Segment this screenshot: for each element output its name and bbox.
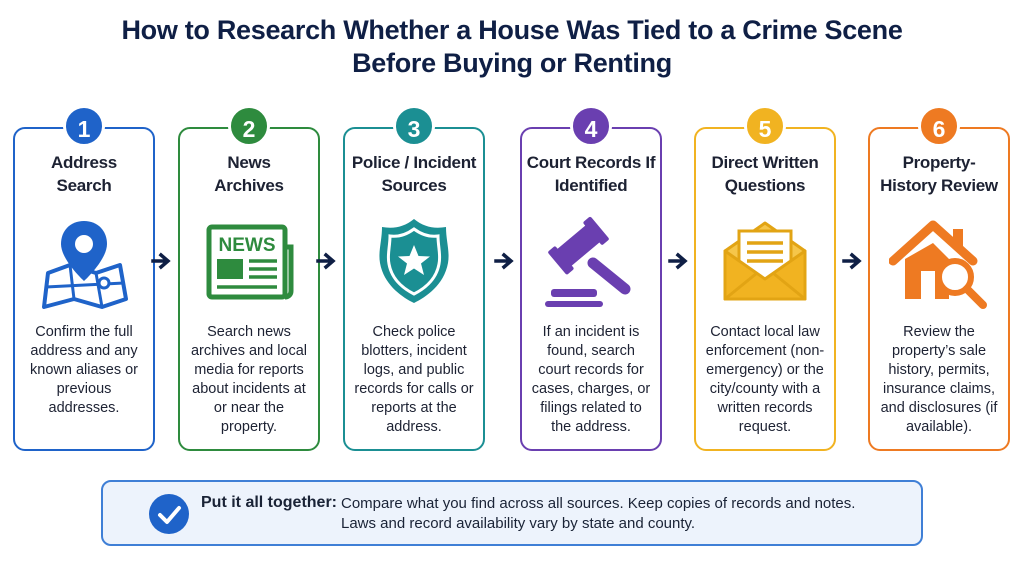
step-description: Search news archives and local media for… xyxy=(190,324,308,435)
step-title: News Archives xyxy=(214,153,284,195)
step-description: Contact local law enforcement (non-emerg… xyxy=(705,324,825,435)
page-title: How to Research Whether a House Was Tied… xyxy=(0,14,1024,80)
summary-label: Put it all together: xyxy=(201,494,337,511)
step-title: Direct Written Questions xyxy=(711,153,819,195)
step-card-6: 6 Property-History Review Review the pro… xyxy=(868,105,1010,451)
map-pin-icon xyxy=(34,211,134,311)
summary-text: Compare what you find across all sources… xyxy=(341,494,911,534)
gavel-icon xyxy=(541,211,641,311)
summary-line-2: Laws and record availability vary by sta… xyxy=(341,515,696,532)
title-line-1: How to Research Whether a House Was Tied… xyxy=(121,15,903,45)
step-title: Address Search xyxy=(51,153,117,195)
title-line-2: Before Buying or Renting xyxy=(352,48,672,78)
step-card-5: 5 Direct Written Questions Contact local… xyxy=(694,105,836,451)
step-number-badge: 1 xyxy=(63,105,105,147)
step-description: Confirm the full address and any known a… xyxy=(30,324,138,416)
arrow-right-icon xyxy=(316,250,338,272)
step-number-badge: 6 xyxy=(918,105,960,147)
summary-box: Put it all together: Compare what you fi… xyxy=(101,480,923,546)
step-title: Police / Incident Sources xyxy=(351,153,477,195)
step-number-badge: 5 xyxy=(744,105,786,147)
step-description: Check police blotters, incident logs, an… xyxy=(354,324,474,435)
arrow-right-icon xyxy=(842,250,864,272)
step-description: Review the property’s sale history, perm… xyxy=(880,324,998,435)
news-icon-text: NEWS xyxy=(219,235,276,256)
police-badge-icon xyxy=(364,211,464,311)
house-magnifier-icon xyxy=(889,211,989,311)
arrow-right-icon xyxy=(494,250,516,272)
step-number-badge: 3 xyxy=(393,105,435,147)
steps-row: 1 Address Search Confirm the full addres… xyxy=(13,105,1010,451)
step-description: If an incident is found, search court re… xyxy=(531,324,651,435)
step-title: Court Records If Identified xyxy=(526,153,656,195)
step-card-3: 3 Police / Incident Sources Check police… xyxy=(343,105,485,451)
newspaper-icon: NEWS xyxy=(199,211,299,311)
summary-line-1: Compare what you find across all sources… xyxy=(341,495,856,512)
step-number-badge: 2 xyxy=(228,105,270,147)
arrow-right-icon xyxy=(668,250,690,272)
step-number-badge: 4 xyxy=(570,105,612,147)
arrow-right-icon xyxy=(151,250,173,272)
step-card-1: 1 Address Search Confirm the full addres… xyxy=(13,105,155,451)
envelope-letter-icon xyxy=(715,211,815,311)
checkmark-icon xyxy=(149,494,189,534)
step-title: Property-History Review xyxy=(880,153,998,195)
step-card-4: 4 Court Records If Identified If an inci… xyxy=(520,105,662,451)
step-card-2: 2 News Archives NEWS Search news archive… xyxy=(178,105,320,451)
